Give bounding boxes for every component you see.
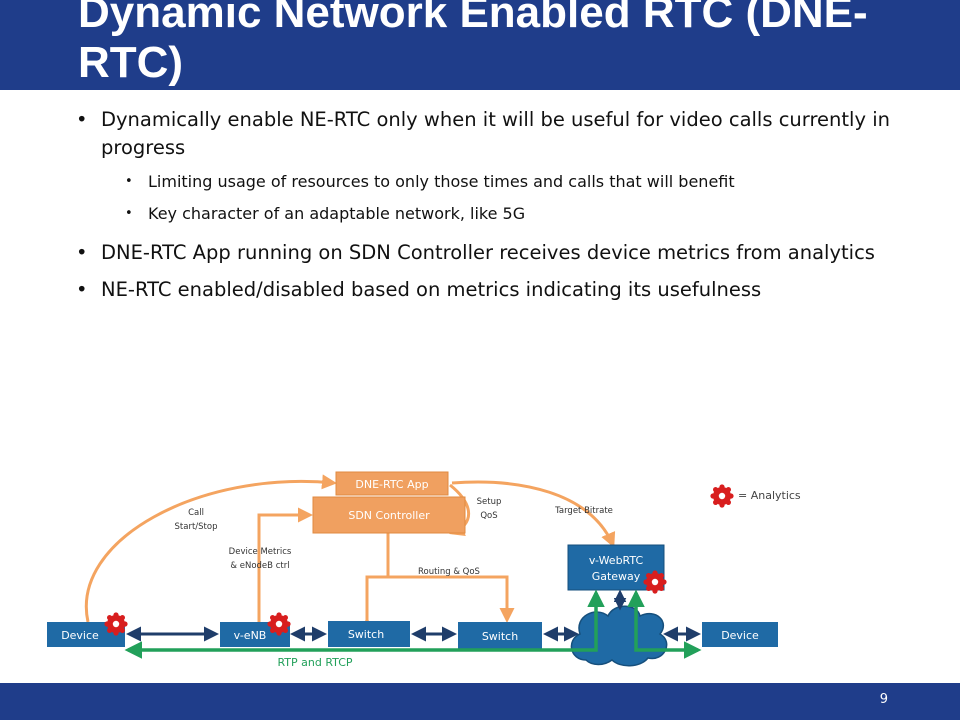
rtp-path-right <box>627 589 702 659</box>
bullet-enable-disable: NE-RTC enabled/disabled based on metrics… <box>76 276 896 304</box>
analytics-gear-icon <box>104 612 128 636</box>
device-metrics-arrow <box>257 507 313 622</box>
call-label-line2: Start/Stop <box>175 522 218 532</box>
switch2-label: Switch <box>482 630 518 643</box>
analytics-gear-icon <box>267 612 291 636</box>
analytics-gear-icon <box>643 570 667 594</box>
rtp-path-left <box>124 589 605 659</box>
sdn-controller-box <box>312 496 466 534</box>
slide-title: Dynamic Network Enabled RTC (DNE-RTC) <box>78 0 868 87</box>
page-number: 9 <box>879 692 888 707</box>
call-label-line1: Call <box>188 508 204 518</box>
sub-bullet-adaptable-network: Key character of an adaptable network, l… <box>125 203 896 225</box>
device-left-label: Device <box>61 629 99 642</box>
title-bar: Dynamic Network Enabled RTC (DNE-RTC) <box>0 0 960 90</box>
gateway-label-line2: Gateway <box>592 570 641 583</box>
call-start-stop-arrow <box>84 474 337 623</box>
metrics-label-line2: & eNodeB ctrl <box>230 561 289 571</box>
network-cloud-icon <box>570 605 668 667</box>
sub-bullet-limit-usage: Limiting usage of resources to only thos… <box>125 171 896 193</box>
device-right-box <box>702 622 778 647</box>
routing-qos-lines <box>359 575 515 632</box>
rtp-label: RTP and RTCP <box>277 656 352 669</box>
switch1-label: Switch <box>348 628 384 641</box>
metrics-label-line1: Device Metrics <box>229 547 292 557</box>
device-right-label: Device <box>721 629 759 642</box>
dne-rtc-app-box <box>335 471 449 496</box>
analytics-legend-gear-icon <box>710 484 734 508</box>
target-bitrate-arrow <box>451 480 616 548</box>
setup-label-line2: QoS <box>480 511 497 521</box>
target-bitrate-label: Target Bitrate <box>554 506 613 516</box>
bullet-app-metrics: DNE-RTC App running on SDN Controller re… <box>76 239 896 267</box>
analytics-legend-label: = Analytics <box>738 489 801 502</box>
dne-rtc-app-label: DNE-RTC App <box>355 478 428 491</box>
routing-qos-label: Routing & QoS <box>418 567 480 577</box>
bullet-list: Dynamically enable NE-RTC only when it w… <box>76 106 896 313</box>
sdn-controller-label: SDN Controller <box>348 509 430 522</box>
venb-label: v-eNB <box>234 629 267 642</box>
setup-label-line1: Setup <box>477 497 502 507</box>
gateway-label-line1: v-WebRTC <box>589 554 644 567</box>
footer-bar: 9 <box>0 683 960 720</box>
bullet-dynamic-enable: Dynamically enable NE-RTC only when it w… <box>76 106 896 162</box>
